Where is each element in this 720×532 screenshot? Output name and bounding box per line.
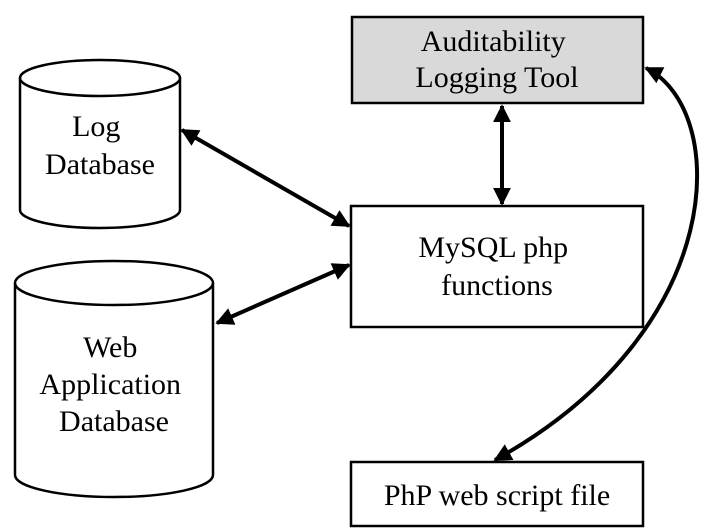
log-database-cylinder-top	[18, 58, 182, 98]
arrow-web-database-mysql	[215, 263, 351, 325]
log-database-label-line-2: Database	[45, 148, 155, 181]
svg-text:Log Database: Log Database	[45, 110, 155, 181]
php-web-script-file-node: PhP web script file	[349, 460, 645, 528]
svg-text:PhP web script file: PhP web script file	[384, 479, 610, 512]
mysql-php-functions-box	[349, 204, 645, 329]
web-application-database-label-line-1: Web	[83, 331, 137, 364]
web-application-database-cylinder-body	[13, 283, 215, 499]
web-application-database-label-line-2: Application	[39, 368, 181, 401]
mysql-php-functions-node: MySQL php functions	[349, 204, 645, 329]
mysql-php-functions-label-line-2: functions	[441, 269, 553, 302]
arrow-audit-tool-php-file	[493, 66, 700, 462]
log-database-cylinder-body	[18, 78, 182, 230]
svg-text:Web Application Da: Web Application Database	[39, 331, 188, 438]
auditability-logging-tool-label-line-2: Logging Tool	[415, 61, 578, 94]
php-web-script-file-label: PhP web script file	[384, 479, 610, 512]
web-application-database-cylinder-top	[13, 259, 215, 307]
log-database-label-line-1: Log	[72, 110, 120, 143]
auditability-logging-tool-label-line-1: Auditability	[421, 25, 566, 58]
arrow-log-database-mysql	[180, 128, 351, 228]
auditability-logging-tool-node: Auditability Logging Tool	[350, 15, 645, 105]
php-web-script-file-box	[349, 460, 645, 528]
log-database-node: Log Database	[18, 58, 182, 230]
mysql-php-functions-label-line-1: MySQL php	[418, 231, 568, 264]
web-application-database-node: Web Application Database	[13, 259, 215, 499]
web-application-database-label-line-3: Database	[59, 405, 169, 438]
